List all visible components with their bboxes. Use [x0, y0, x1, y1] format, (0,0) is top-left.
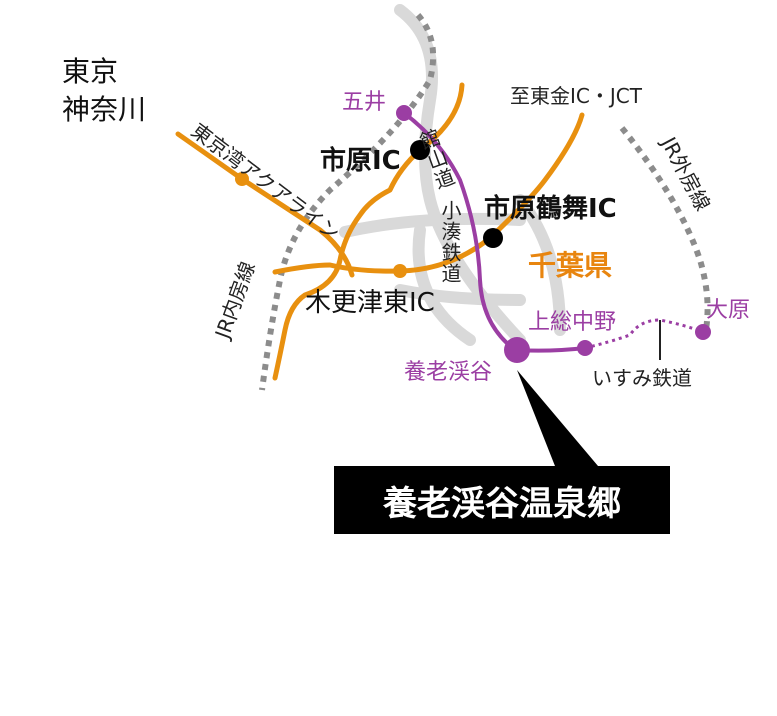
- isumi-railway-label: いすみ鉄道: [592, 366, 692, 390]
- to-togane-label: 至東金IC・JCT: [510, 84, 642, 108]
- kisarazu-higashi-ic-marker: [393, 264, 407, 278]
- kisarazu-higashi-ic-label: 木更津東IC: [305, 288, 435, 318]
- ken-o-do: [487, 112, 585, 241]
- jr-uchibo-line: [259, 13, 437, 391]
- minor-roads: [339, 4, 566, 346]
- kazusa-nakano-station-label: 上総中野: [528, 310, 617, 335]
- callout-pointer: [517, 370, 598, 466]
- callout-text: 養老渓谷温泉郷: [383, 483, 621, 524]
- jr-lines: [259, 13, 711, 391]
- kanagawa-label: 神奈川: [62, 93, 147, 126]
- yoro-keikoku-station-marker: [504, 337, 530, 363]
- ichihara-ic-label: 市原IC: [320, 146, 401, 176]
- kazusa-nakano-station-marker: [577, 340, 593, 356]
- chiba-prefecture-label: 千葉県: [528, 249, 613, 282]
- tokyo-label: 東京: [62, 55, 119, 88]
- kisarazu-connector: [272, 235, 493, 275]
- yoro-keikoku-onsen-callout: 養老渓谷温泉郷: [334, 466, 670, 534]
- goi-station-label: 五井: [342, 90, 387, 115]
- yoro-keikoku-station-label: 養老渓谷: [404, 360, 493, 385]
- ichihara-ic-marker: [410, 140, 430, 160]
- ohara-station-label: 大原: [706, 298, 751, 323]
- ohara-station-marker: [695, 324, 711, 340]
- aqualine-marker: [235, 172, 249, 186]
- kominato-railway-label: 小湊鉄道: [438, 200, 462, 284]
- isumi-railway-line: [584, 318, 704, 350]
- kominato-railway-line: [402, 111, 517, 352]
- ichihara-tsurumai-ic-marker: [483, 228, 503, 248]
- markers: [235, 105, 711, 363]
- jr-sotobo-line: [619, 126, 711, 336]
- ichihara-tsurumai-ic-label: 市原鶴舞IC: [484, 194, 617, 224]
- goi-station-marker: [396, 105, 412, 121]
